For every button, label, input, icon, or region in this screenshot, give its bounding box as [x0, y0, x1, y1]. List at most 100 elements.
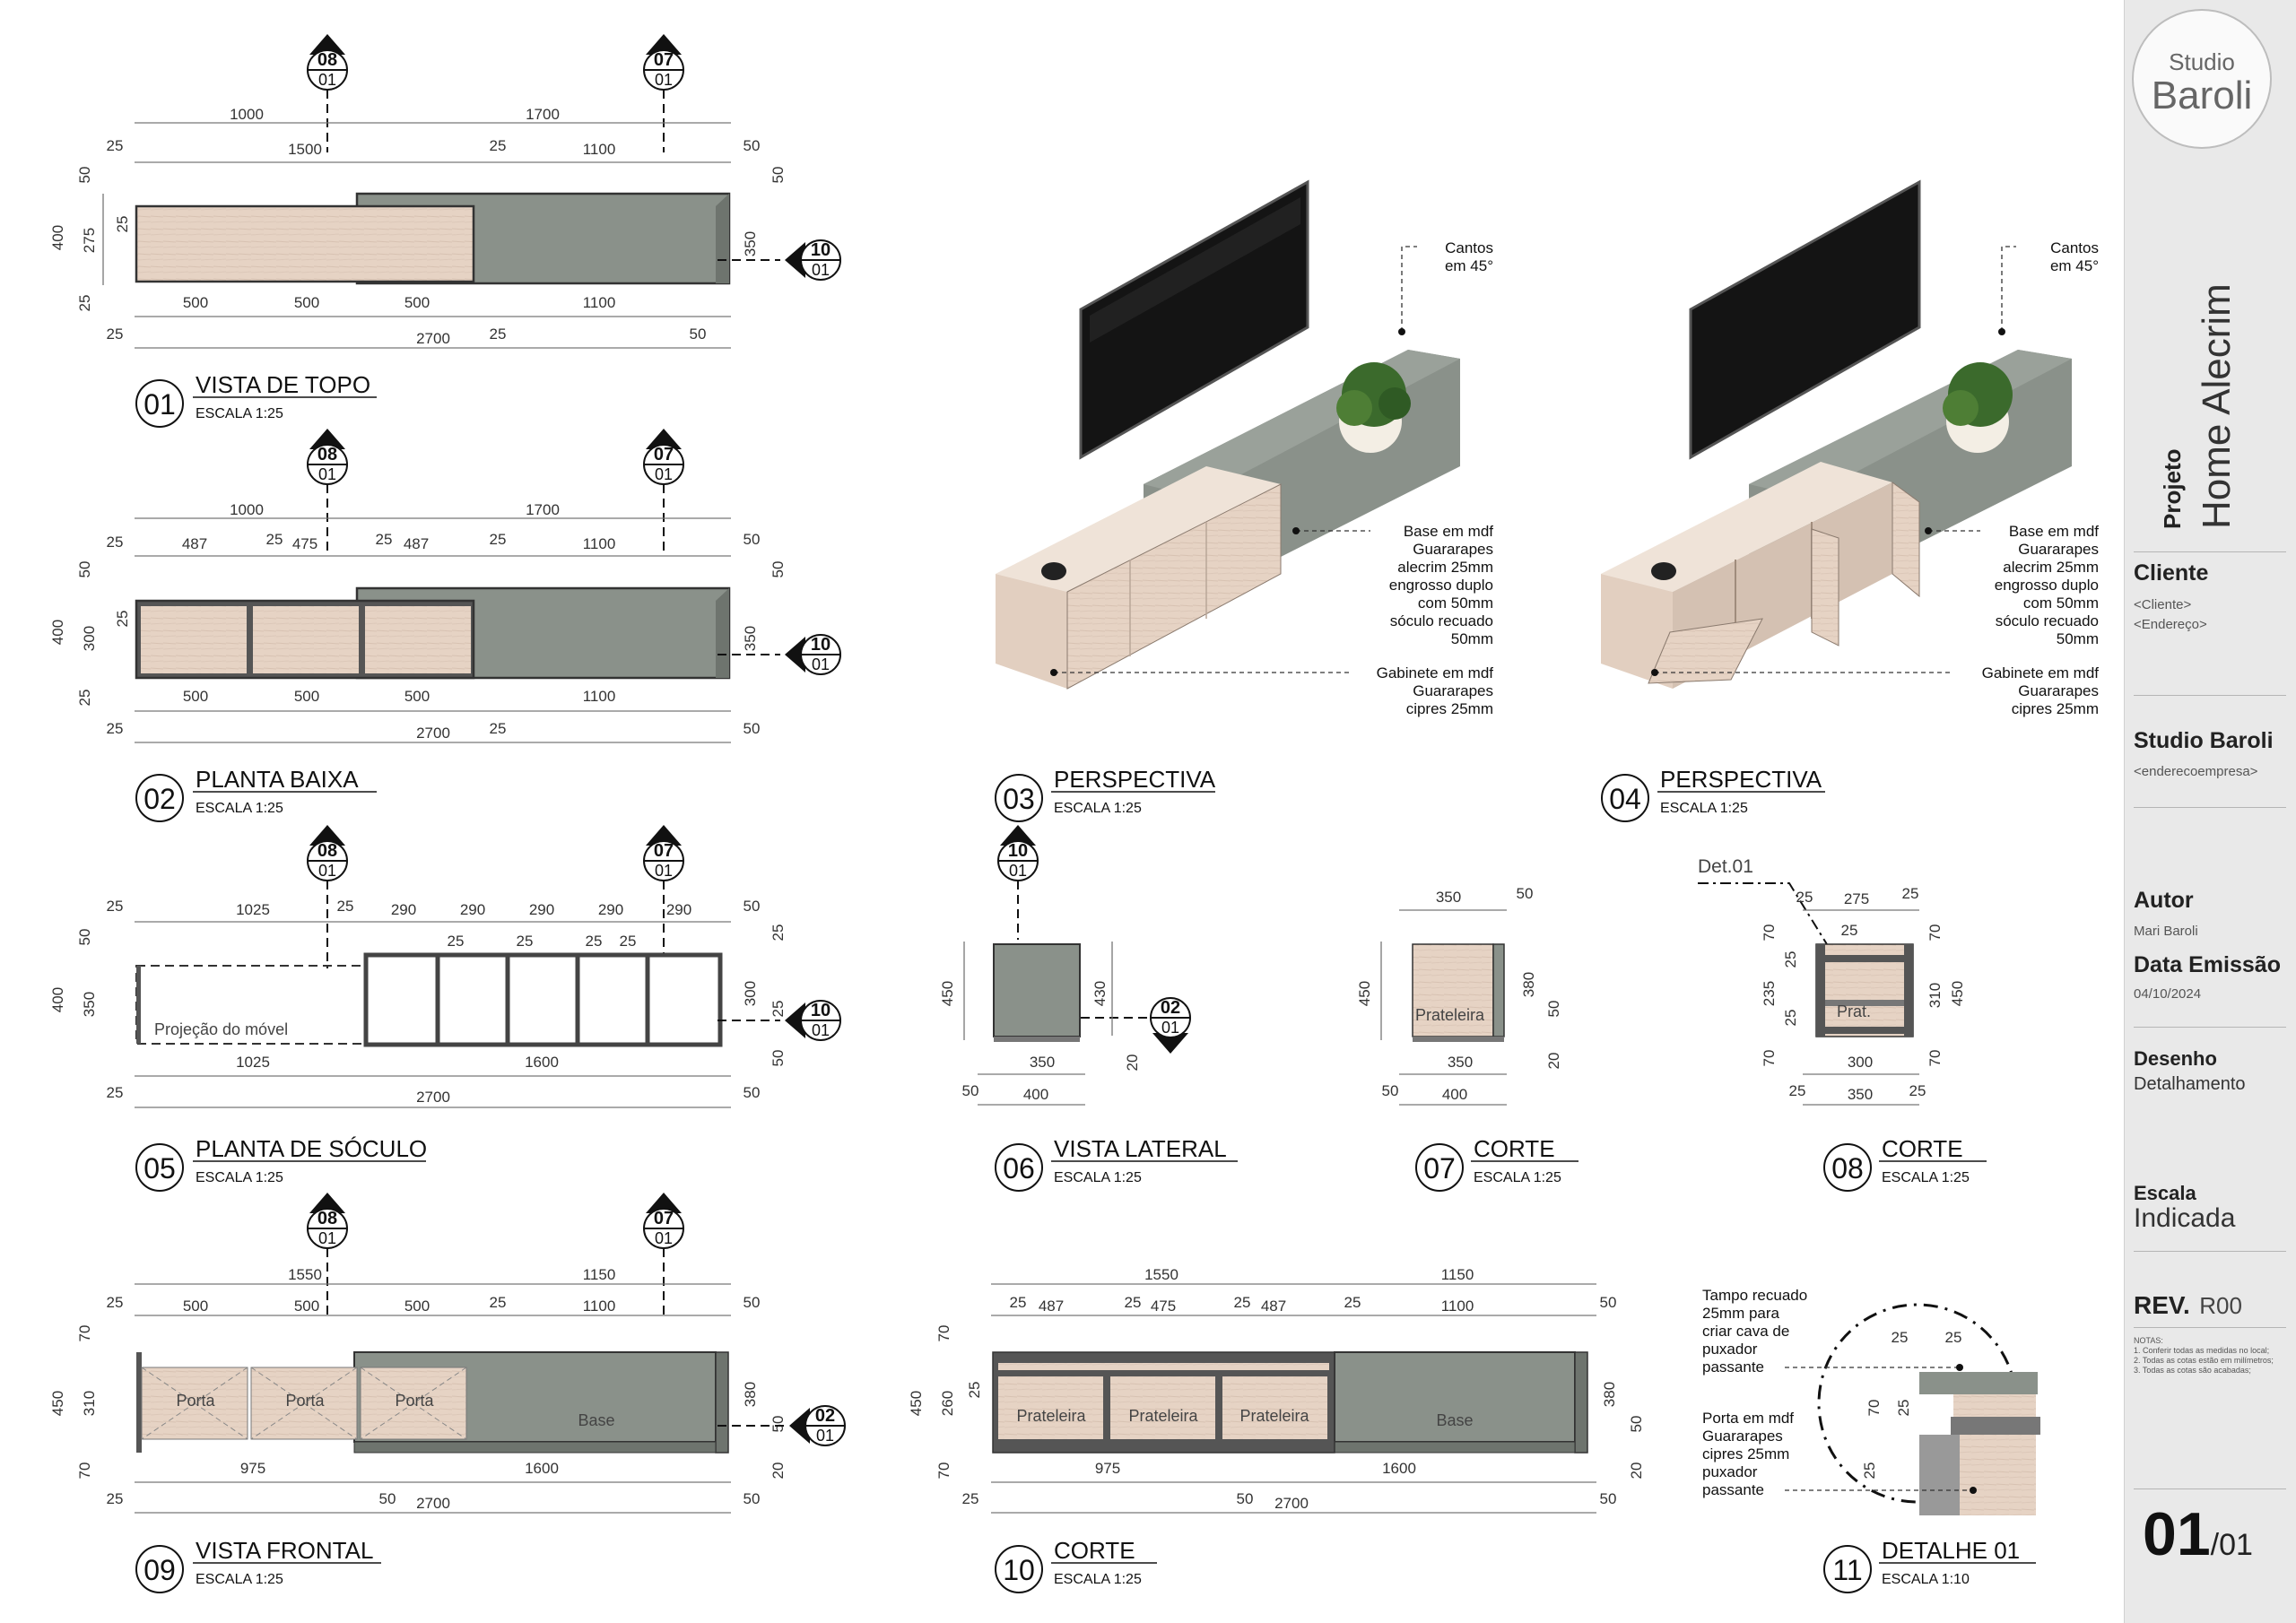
tv-screen	[1689, 179, 1921, 460]
dim-25: 25	[1892, 1329, 1909, 1346]
view-scale: ESCALA 1:25	[196, 1572, 283, 1587]
dim-50: 50	[962, 1082, 979, 1099]
dim-25: 25	[107, 137, 124, 154]
marker-bottom: 01	[318, 465, 336, 483]
dim-50: 50	[1600, 1294, 1617, 1311]
shelf-label: Prat.	[1837, 1002, 1871, 1020]
marker-bottom: 01	[318, 1229, 336, 1247]
view-number: 11	[1832, 1554, 1862, 1586]
dim-70: 70	[76, 1462, 93, 1480]
note-line: puxador	[1702, 1463, 1758, 1480]
desenho-value: Detalhamento	[2134, 1074, 2246, 1094]
dim-20: 20	[1628, 1462, 1645, 1480]
dim-25: 25	[1789, 1082, 1806, 1099]
note-line: cipres 25mm	[1406, 700, 1493, 717]
dim-400: 400	[49, 225, 66, 250]
escala-value: Indicada	[2134, 1203, 2236, 1233]
view-label-03: 03 PERSPECTIVA ESCALA 1:25	[995, 766, 1216, 822]
dim-487: 487	[1261, 1298, 1286, 1315]
studio-logo: Studio Baroli	[2132, 9, 2272, 149]
dim-25: 25	[620, 933, 637, 950]
shelf-section	[1412, 943, 1494, 1037]
dim-25: 25	[1796, 889, 1813, 906]
marker-bottom: 01	[812, 655, 830, 673]
shelf-1	[998, 1376, 1103, 1439]
dim-50: 50	[770, 167, 787, 184]
note-line: Guararapes	[1702, 1428, 1783, 1445]
dim-1550: 1550	[288, 1266, 322, 1283]
view-number: 06	[1003, 1152, 1035, 1185]
dim-1700: 1700	[526, 501, 560, 518]
view-09-vista-frontal: 08 01 07 01 1550 1150 25 500 500 500 25 …	[49, 1192, 846, 1593]
dim-25: 25	[586, 933, 603, 950]
rev-value: R00	[2199, 1292, 2242, 1319]
view-scale: ESCALA 1:25	[196, 801, 283, 816]
sheet-num: 01	[2143, 1500, 2211, 1568]
dim-70: 70	[1926, 924, 1944, 942]
note-line: Base em mdf	[2009, 523, 2099, 540]
dim-290: 290	[666, 901, 691, 918]
marker-bottom: 01	[655, 862, 673, 880]
data-label: Data Emissão	[2134, 952, 2281, 977]
dim-1100: 1100	[583, 535, 616, 552]
section-marker-07: 07 01	[643, 33, 684, 91]
dim-25: 25	[490, 137, 507, 154]
view-number: 07	[1423, 1152, 1456, 1185]
section-marker-08: 08 01	[307, 33, 348, 91]
marker-top: 02	[815, 1406, 835, 1426]
view-title: VISTA DE TOPO	[196, 371, 370, 398]
note-line: sóculo recuado	[1390, 612, 1493, 629]
marker-top: 08	[317, 50, 337, 70]
notes: NOTAS: 1. Conferir todas as medidas no l…	[2134, 1336, 2291, 1376]
note-cantos: Cantos em 45°	[1998, 239, 2099, 335]
dim-50: 50	[744, 898, 761, 915]
dim-1150: 1150	[583, 1266, 616, 1283]
view-title: PLANTA BAIXA	[196, 766, 359, 793]
marker-bottom: 01	[816, 1427, 834, 1445]
dim-50: 50	[744, 1294, 761, 1311]
marker-bottom: 01	[812, 261, 830, 279]
dim-975: 975	[1095, 1460, 1120, 1477]
note-item: 1. Conferir todas as medidas no local;	[2134, 1346, 2270, 1355]
dim-50: 50	[744, 1490, 761, 1507]
cabinet-wood-top	[135, 204, 475, 283]
marker-top: 10	[811, 635, 831, 655]
dim-70: 70	[1866, 1400, 1883, 1417]
dim-25: 25	[1010, 1294, 1027, 1311]
view-title: PLANTA DE SÓCULO	[196, 1135, 427, 1162]
view-scale: ESCALA 1:25	[1054, 1572, 1142, 1587]
dim-500: 500	[404, 688, 430, 705]
dim-25: 25	[490, 325, 507, 343]
view-label-09: 09 VISTA FRONTAL ESCALA 1:25	[135, 1537, 381, 1593]
view-scale: ESCALA 1:25	[1054, 801, 1142, 816]
view-scale: ESCALA 1:25	[1882, 1170, 1970, 1185]
dim-25: 25	[376, 531, 393, 548]
dim-25: 25	[1902, 885, 1919, 902]
dim-25: 25	[107, 534, 124, 551]
dim-500: 500	[404, 294, 430, 311]
view-number: 04	[1609, 783, 1641, 815]
dim-50: 50	[1237, 1490, 1254, 1507]
view-label-11: 11 DETALHE 01 ESCALA 1:10	[1823, 1537, 2036, 1593]
cabinet-side	[996, 574, 1067, 689]
dim-25: 25	[1125, 1294, 1142, 1311]
view-title: VISTA FRONTAL	[196, 1537, 373, 1564]
dim-350: 350	[742, 626, 759, 651]
marker-bottom: 01	[655, 1229, 673, 1247]
dim-400: 400	[1442, 1086, 1467, 1103]
dim-300: 300	[1848, 1054, 1873, 1071]
view-title: PERSPECTIVA	[1054, 766, 1216, 793]
dim-25: 25	[76, 690, 93, 707]
view-number: 02	[144, 783, 176, 815]
dim-450: 450	[1949, 981, 1966, 1006]
dim-300: 300	[742, 981, 759, 1006]
note-cantos: Cantos em 45°	[1398, 239, 1493, 335]
dim-350: 350	[1448, 1054, 1473, 1071]
note-line: Gabinete em mdf	[1982, 664, 2100, 681]
dim-25: 25	[490, 1294, 507, 1311]
dim-1600: 1600	[1382, 1460, 1416, 1477]
marker-top: 07	[654, 1209, 674, 1228]
dim-500: 500	[183, 294, 208, 311]
note-line: Guararapes	[2018, 682, 2099, 699]
view-number: 10	[1003, 1554, 1035, 1586]
